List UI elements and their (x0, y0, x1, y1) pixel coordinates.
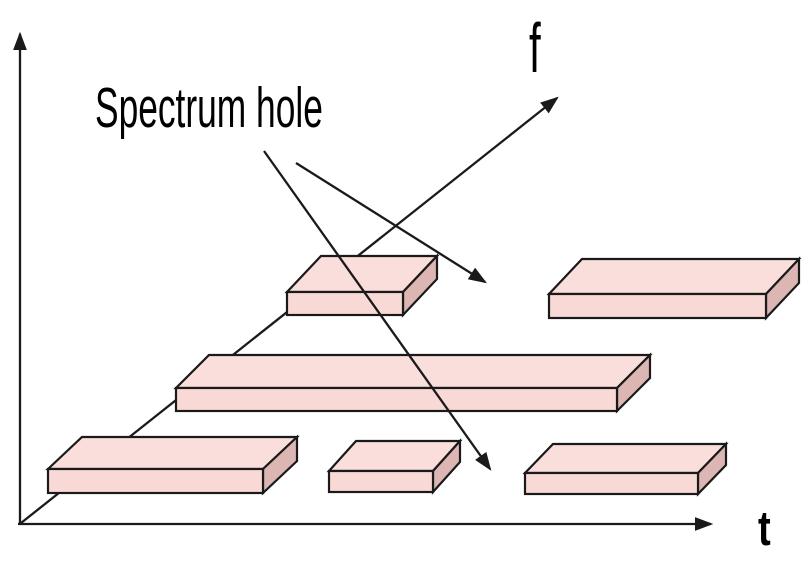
occupied-band-upper-middle (284, 253, 440, 318)
layer-axes-and-arrows (13, 31, 714, 531)
box-front-face (523, 471, 700, 496)
box-front-face (285, 290, 405, 317)
box-front-face (174, 386, 619, 413)
occupied-band-bottom-right (522, 441, 729, 497)
box-front-face (547, 292, 768, 320)
occupied-band-upper-right (546, 256, 802, 321)
box-front-face (46, 467, 265, 495)
time-axis-label: t (758, 502, 771, 556)
box-front-face (327, 469, 435, 494)
box-top-face (522, 442, 729, 475)
occupied-band-bottom-left (45, 434, 300, 496)
box-top-face (45, 435, 300, 471)
layer-spectrum-boxes (45, 253, 802, 497)
occupied-band-bottom-middle (326, 438, 463, 495)
occupied-band-long-middle (173, 352, 653, 414)
spectrum-hole-arrow-upper (295, 162, 487, 284)
spectrum-hole-label: Spectrum hole (95, 76, 323, 140)
box-top-face (546, 257, 802, 296)
spectrum-hole-arrow-lower (263, 150, 492, 471)
frequency-axis-label: f (529, 9, 541, 87)
